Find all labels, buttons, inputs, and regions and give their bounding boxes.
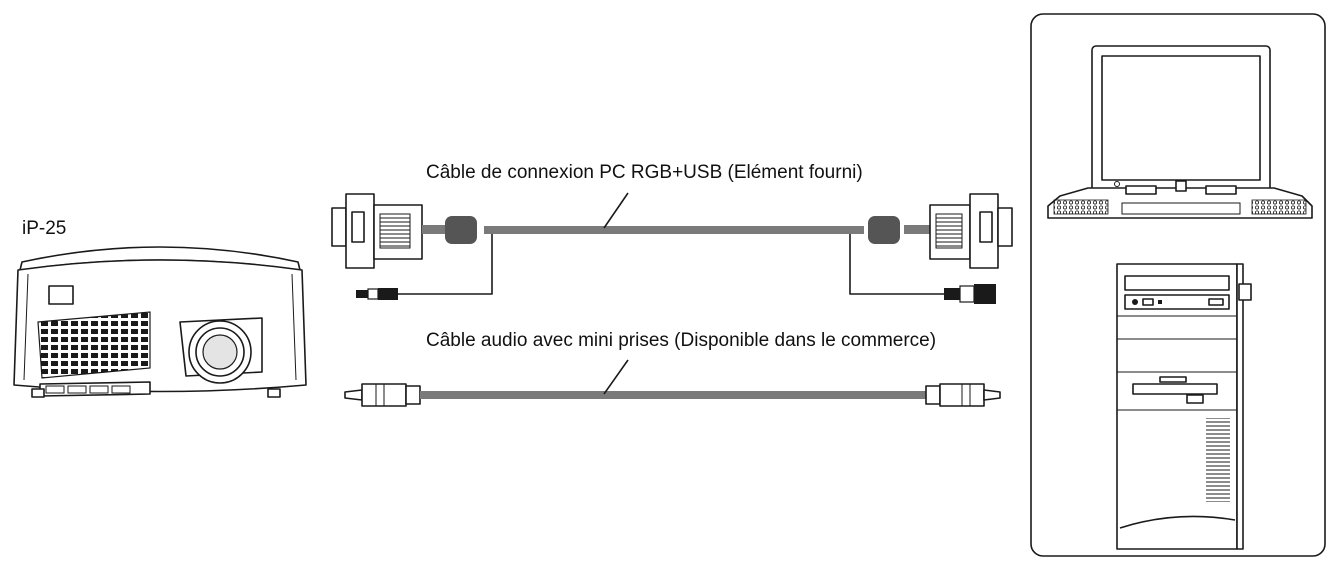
rgb-usb-cable [331, 192, 1013, 304]
usb-connector-icon [356, 288, 398, 300]
mini-plug-icon [925, 383, 1001, 407]
vga-connector-icon [929, 193, 1013, 269]
laptop-icon [1047, 45, 1313, 219]
projector-label: iP-25 [22, 218, 67, 239]
rgb-usb-cable-label: Câble de connexion PC RGB+USB (Elément f… [426, 162, 863, 183]
mini-plug-icon [344, 383, 421, 407]
projector-icon [13, 246, 307, 398]
audio-cable [344, 359, 1001, 407]
computer-panel [1030, 13, 1326, 557]
usb-connector-icon [944, 284, 996, 304]
audio-cable-label: Câble audio avec mini prises (Disponible… [426, 330, 937, 351]
desktop-tower-icon [1116, 263, 1252, 550]
vga-connector-icon [331, 193, 423, 269]
